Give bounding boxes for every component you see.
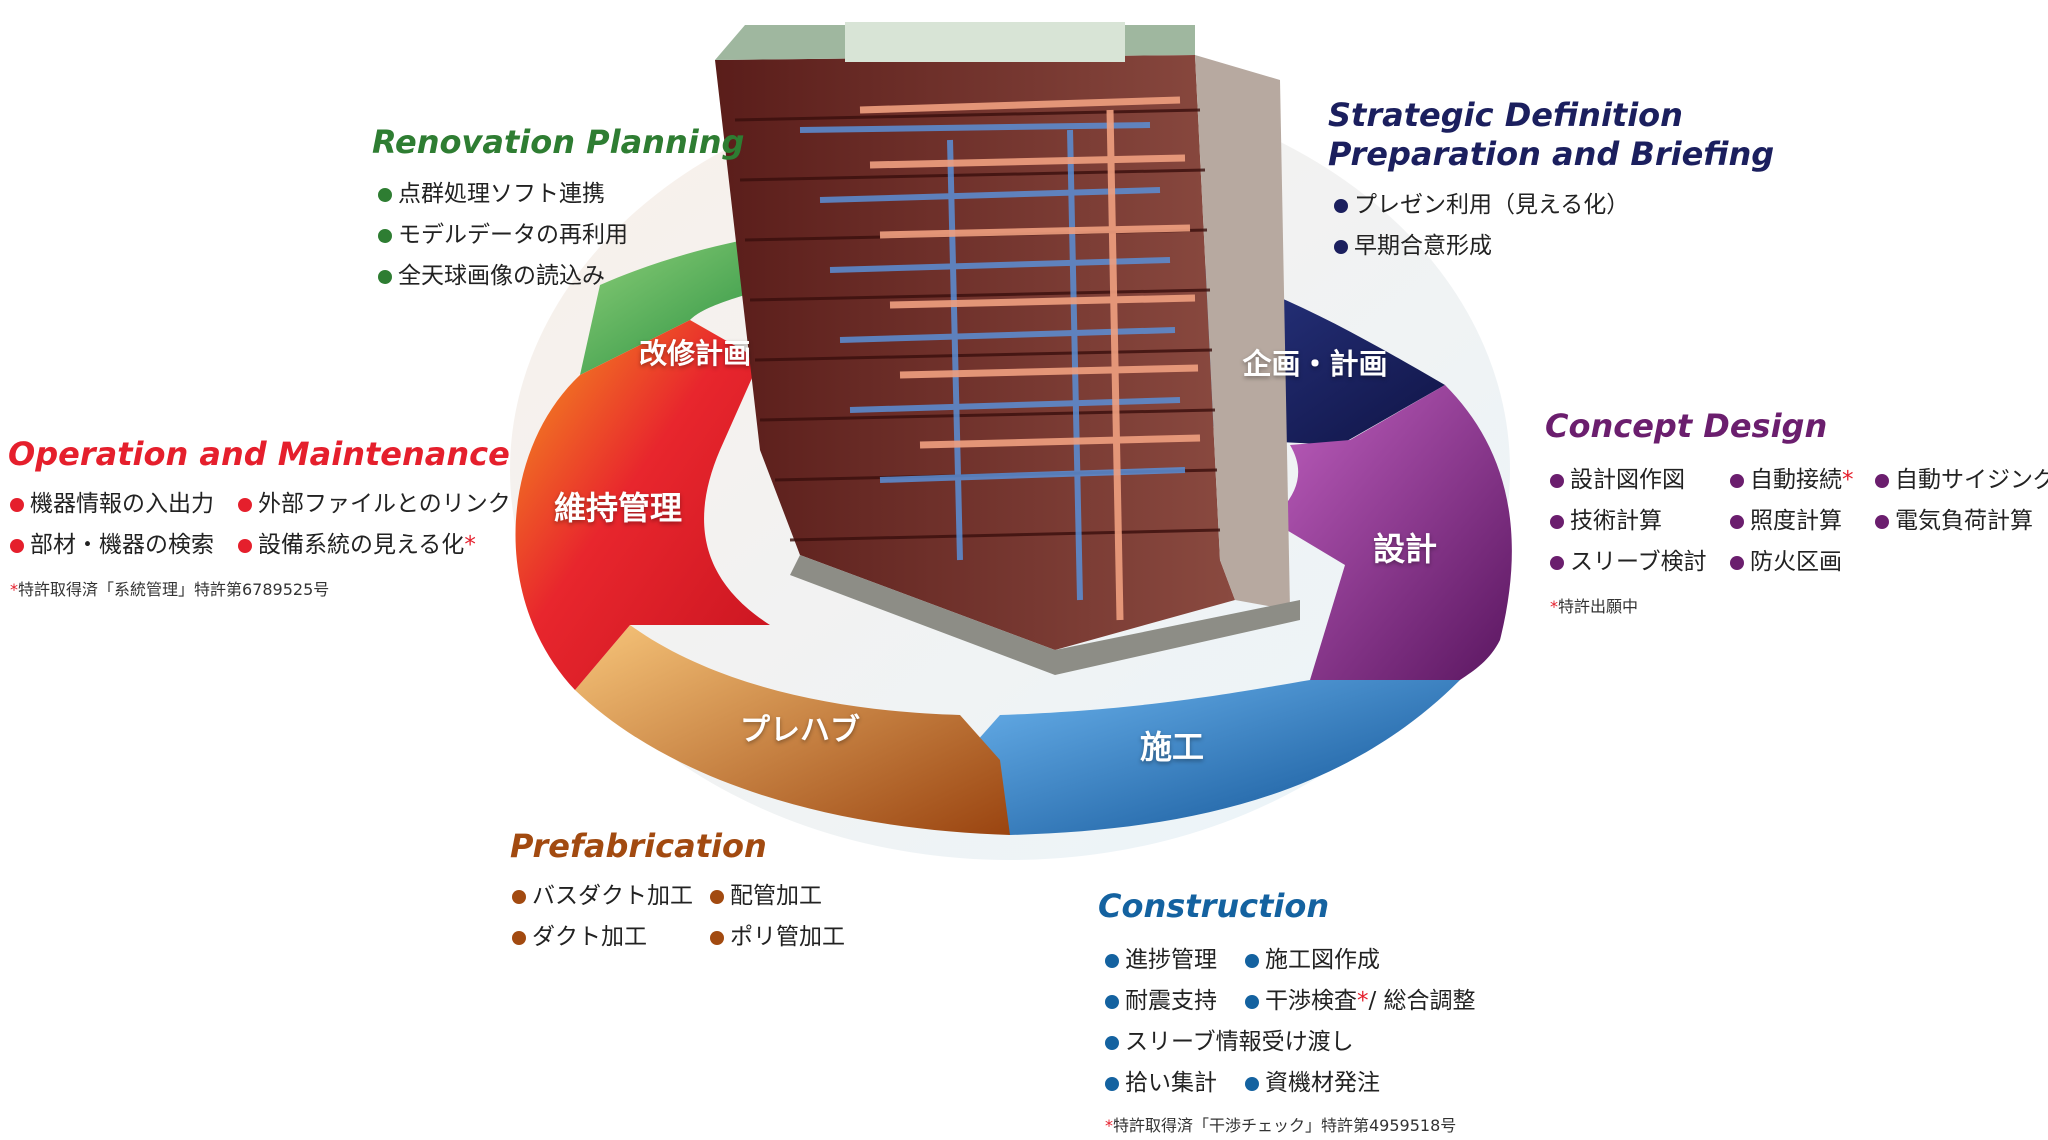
bullet-icon bbox=[378, 187, 392, 202]
list-item: 外部ファイルとのリンク bbox=[238, 484, 511, 525]
bullet-icon bbox=[238, 538, 252, 553]
concept-note: *特許出願中 bbox=[1550, 597, 1639, 616]
renovation-items: 点群処理ソフト連携 モデルデータの再利用 全天球画像の読込み bbox=[378, 174, 628, 297]
list-item: 施工図作成 bbox=[1245, 940, 1545, 981]
bullet-icon bbox=[1730, 514, 1744, 529]
list-item: 自動サイジング bbox=[1875, 460, 2048, 501]
ring-segment-label: 施工 bbox=[1139, 728, 1205, 766]
bullet-icon bbox=[1334, 198, 1348, 213]
renovation-title: Renovation Planning bbox=[372, 123, 745, 161]
list-item: プレゼン利用（見える化） bbox=[1334, 185, 1629, 226]
list-item: モデルデータの再利用 bbox=[378, 215, 628, 256]
bullet-icon bbox=[1550, 514, 1564, 529]
list-item: 設計図作図 bbox=[1550, 460, 1730, 501]
list-item: 資機材発注 bbox=[1245, 1063, 1545, 1104]
ring-segment-construction bbox=[960, 680, 1460, 835]
list-item: ダクト加工 bbox=[512, 917, 710, 958]
ring-segment-label: 設計 bbox=[1372, 530, 1438, 568]
ring-segment-design bbox=[1270, 385, 1512, 680]
bullet-icon bbox=[1875, 514, 1889, 529]
prefab-title: Prefabrication bbox=[510, 827, 767, 865]
list-item: 照度計算 bbox=[1730, 501, 1875, 542]
strategic-title-line1: Strategic Definition bbox=[1328, 96, 1683, 134]
list-item: 拾い集計 bbox=[1105, 1063, 1245, 1104]
bullet-icon bbox=[10, 497, 24, 512]
list-item: 早期合意形成 bbox=[1334, 226, 1629, 267]
concept-title: Concept Design bbox=[1545, 407, 1828, 445]
bullet-icon bbox=[1245, 994, 1259, 1009]
bullet-icon bbox=[1875, 473, 1889, 488]
bullet-icon bbox=[238, 497, 252, 512]
ring-segment-maintenance bbox=[515, 320, 770, 690]
list-item: 配管加工 bbox=[710, 876, 870, 917]
list-item: バスダクト加工 bbox=[512, 876, 710, 917]
bullet-icon bbox=[1550, 473, 1564, 488]
list-item: 進捗管理 bbox=[1105, 940, 1245, 981]
prefab-items: バスダクト加工 配管加工 ダクト加工 ポリ管加工 bbox=[512, 876, 870, 958]
list-item: 防火区画 bbox=[1730, 542, 1875, 583]
ring-segment-label: 改修計画 bbox=[638, 337, 752, 370]
bullet-icon bbox=[512, 889, 526, 904]
building-model bbox=[715, 22, 1300, 675]
strategic-title-line2: Preparation and Briefing bbox=[1328, 135, 1775, 173]
bullet-icon bbox=[1550, 555, 1564, 570]
construction-title: Construction bbox=[1098, 887, 1330, 925]
bullet-icon bbox=[1105, 1076, 1119, 1091]
bullet-icon bbox=[1105, 953, 1119, 968]
bullet-icon bbox=[1105, 994, 1119, 1009]
operation-note: *特許取得済「系統管理」特許第6789525号 bbox=[10, 580, 330, 599]
concept-items: 設計図作図 自動接続* 自動サイジング 技術計算 照度計算 電気負荷計算 スリー… bbox=[1550, 460, 2048, 583]
patent-mark: * bbox=[464, 532, 476, 558]
operation-title: Operation and Maintenance bbox=[8, 435, 510, 473]
ring-segment-label: 企画・計画 bbox=[1242, 347, 1388, 381]
list-item: 自動接続* bbox=[1730, 460, 1875, 501]
bullet-icon bbox=[1334, 239, 1348, 254]
bullet-icon bbox=[10, 538, 24, 553]
ring-segment-label: プレハブ bbox=[740, 713, 860, 748]
operation-items: 機器情報の入出力 外部ファイルとのリンク 部材・機器の検索 設備系統の見える化* bbox=[10, 484, 511, 566]
list-item: ポリ管加工 bbox=[710, 917, 870, 958]
list-item: 電気負荷計算 bbox=[1875, 501, 2045, 542]
bullet-icon bbox=[710, 889, 724, 904]
strategic-items: プレゼン利用（見える化） 早期合意形成 bbox=[1334, 185, 1629, 267]
list-item: 機器情報の入出力 bbox=[10, 484, 238, 525]
bullet-icon bbox=[378, 269, 392, 284]
bullet-icon bbox=[1730, 555, 1744, 570]
list-item: 部材・機器の検索 bbox=[10, 525, 238, 566]
list-item: 技術計算 bbox=[1550, 501, 1730, 542]
bullet-icon bbox=[710, 930, 724, 945]
list-item: 干渉検査*/ 総合調整 bbox=[1245, 981, 1545, 1022]
list-item: 点群処理ソフト連携 bbox=[378, 174, 628, 215]
bullet-icon bbox=[1730, 473, 1744, 488]
bullet-icon bbox=[512, 930, 526, 945]
construction-note: *特許取得済「干渉チェック」特許第4959518号 bbox=[1105, 1116, 1457, 1135]
list-item: 全天球画像の読込み bbox=[378, 256, 628, 297]
construction-items: 進捗管理 施工図作成 耐震支持 干渉検査*/ 総合調整 スリーブ情報受け渡し 拾… bbox=[1105, 940, 1545, 1104]
list-item: 設備系統の見える化* bbox=[238, 525, 488, 566]
bullet-icon bbox=[378, 228, 392, 243]
list-item: スリーブ検討 bbox=[1550, 542, 1730, 583]
bullet-icon bbox=[1105, 1035, 1119, 1050]
patent-mark: * bbox=[1842, 467, 1854, 493]
patent-mark: * bbox=[1357, 988, 1369, 1014]
bullet-icon bbox=[1245, 1076, 1259, 1091]
bullet-icon bbox=[1245, 953, 1259, 968]
ring-segment-prefab bbox=[575, 625, 1010, 835]
list-item: 耐震支持 bbox=[1105, 981, 1245, 1022]
list-item: スリーブ情報受け渡し bbox=[1105, 1022, 1545, 1063]
ring-segment-label: 維持管理 bbox=[553, 489, 683, 527]
